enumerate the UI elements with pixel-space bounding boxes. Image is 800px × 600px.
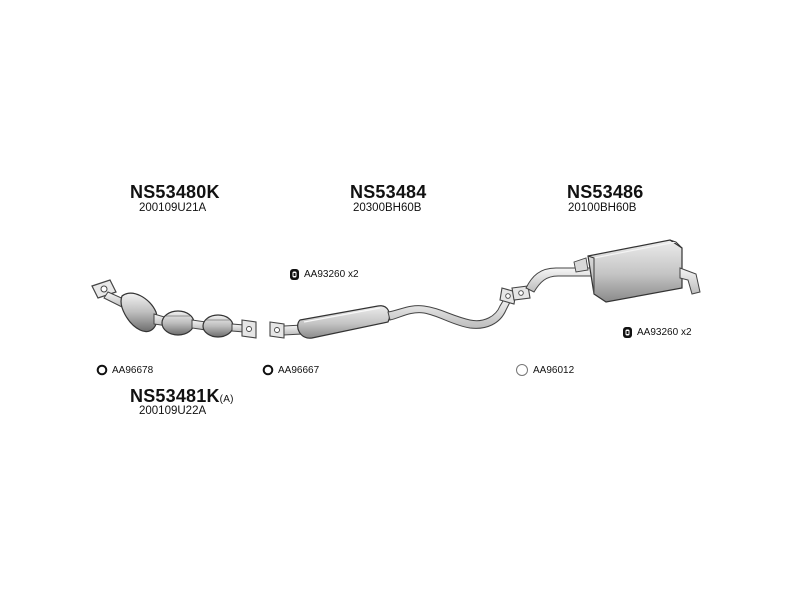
front-cat-oem: 200109U21A [139,202,207,214]
gasket-ring-icon [96,364,108,376]
clamp-center-ref: AA93260 x2 [289,268,359,281]
clamp-center-qty: x2 [347,269,359,280]
gasket-front-code: AA96678 [112,364,154,376]
rear-muffler-code: NS53486 [567,182,644,202]
clamp-icon [290,269,299,280]
clamp-rear-qty: x2 [680,327,692,338]
alt-cat-code: NS53481K(A) [130,386,234,407]
gasket-rear-code: AA96012 [533,364,575,376]
gasket-center-ref: AA96667 [262,364,319,376]
alt-cat-code-text: NS53481K [130,386,220,406]
alt-cat-suffix: (A) [219,394,234,405]
gasket-center-code: AA96667 [278,364,320,376]
center-muffler-code: NS53484 [350,182,427,202]
clamp-center-code: AA93260 [304,269,346,280]
gasket-ring-icon [516,364,528,376]
rear-muffler [511,239,701,303]
rear-muffler-oem: 20100BH60B [568,202,637,214]
front-catalytic-converter [91,279,257,339]
clamp-rear-code: AA93260 [637,327,679,338]
clamp-icon [623,327,632,338]
center-muffler-oem: 20300BH60B [353,202,422,214]
clamp-rear-ref: AA93260 x2 [622,326,692,339]
center-muffler [269,287,517,339]
front-cat-code: NS53480K [130,182,220,202]
gasket-front-ref: AA96678 [96,364,153,376]
alt-cat-oem: 200109U22A [139,405,207,417]
gasket-ring-icon [262,364,274,376]
gasket-rear-ref: AA96012 [515,363,574,377]
